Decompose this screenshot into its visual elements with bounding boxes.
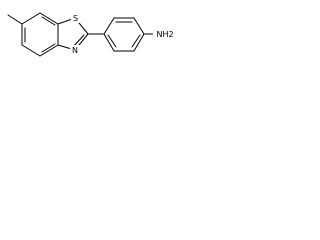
sulfur-label-background bbox=[71, 13, 80, 23]
amine-group-label: NH2 bbox=[156, 30, 173, 39]
fused-benzene-bond bbox=[21, 44, 41, 57]
aromatic-double-bond-line bbox=[131, 34, 141, 48]
phenyl-bond bbox=[103, 33, 115, 52]
phenyl-bond bbox=[133, 33, 145, 52]
aromatic-double-bond-line bbox=[41, 16, 56, 26]
phenyl-bond bbox=[133, 17, 145, 35]
nitrogen-atom-label: N bbox=[72, 46, 78, 55]
fused-benzene-bond bbox=[39, 44, 59, 57]
sulfur-atom-label: S bbox=[73, 14, 78, 23]
aromatic-double-bond-line bbox=[41, 43, 56, 53]
molecule-structure: S N NH2 bbox=[7, 12, 177, 57]
methyl-bond bbox=[7, 14, 23, 25]
aromatic-double-bond-line bbox=[107, 34, 117, 48]
fused-benzene-bond bbox=[39, 12, 59, 25]
phenyl-bond bbox=[103, 17, 115, 35]
nitrogen-label-background bbox=[70, 45, 80, 55]
fused-benzene-bond bbox=[21, 12, 41, 25]
amine-label-background bbox=[153, 29, 177, 40]
